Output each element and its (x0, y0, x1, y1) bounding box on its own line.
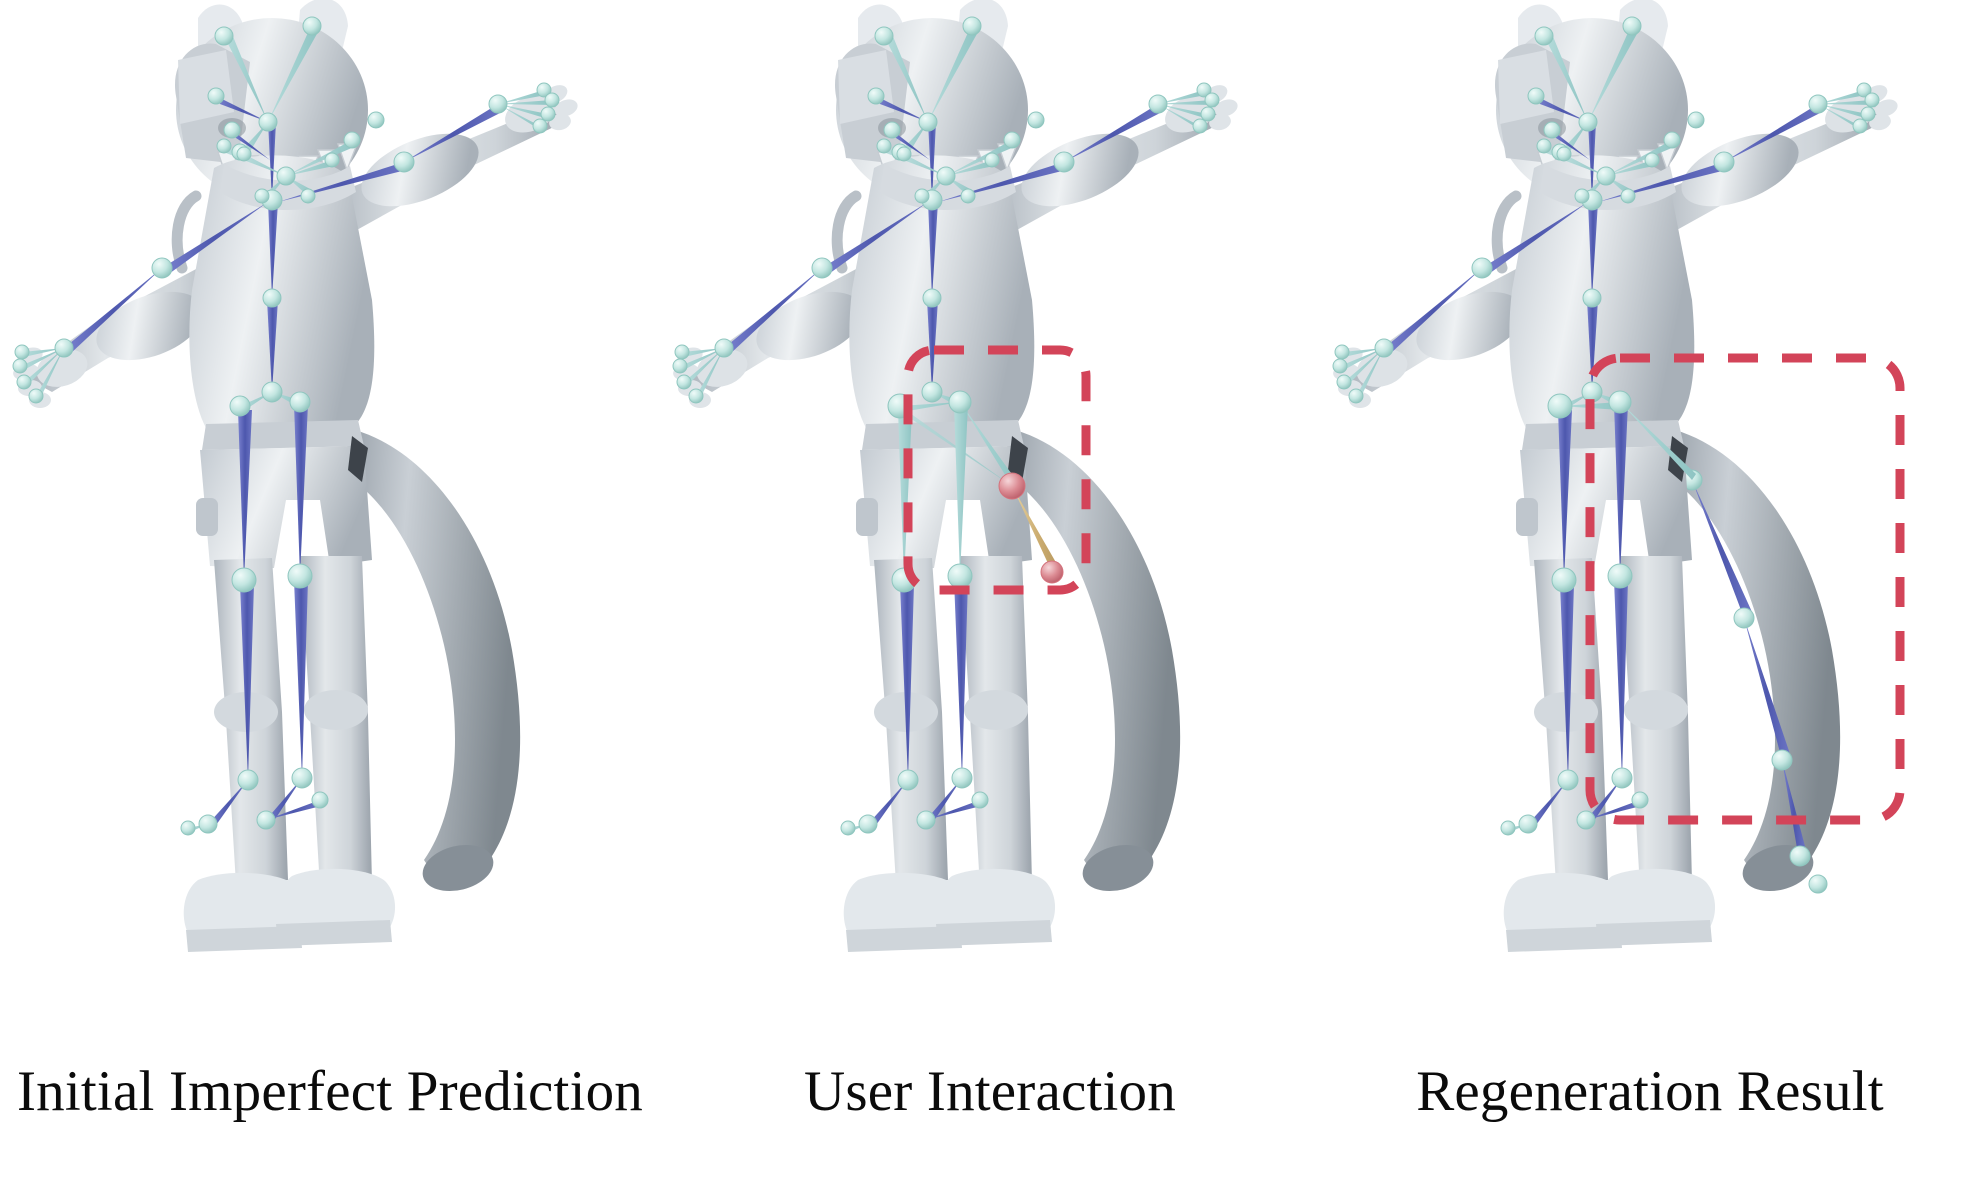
panel-caption-3: Regeneration Result (1416, 1060, 1884, 1123)
skeleton-overlay-1 (12, 16, 560, 836)
render-viewport-3 (1320, 0, 1980, 1060)
character-render-3 (1332, 0, 1898, 952)
character-render-2 (672, 0, 1238, 952)
panel-user-interaction: User Interaction (660, 0, 1320, 1182)
panel-initial-prediction: Initial Imperfect Prediction (0, 0, 660, 1182)
panel-caption-2: User Interaction (804, 1060, 1176, 1123)
panel-regeneration-result: Regeneration Result (1320, 0, 1980, 1182)
panel-caption-1: Initial Imperfect Prediction (16, 1060, 644, 1123)
character-render-1 (12, 0, 578, 952)
render-viewport-2 (660, 0, 1320, 1060)
render-viewport-1 (0, 0, 660, 1060)
